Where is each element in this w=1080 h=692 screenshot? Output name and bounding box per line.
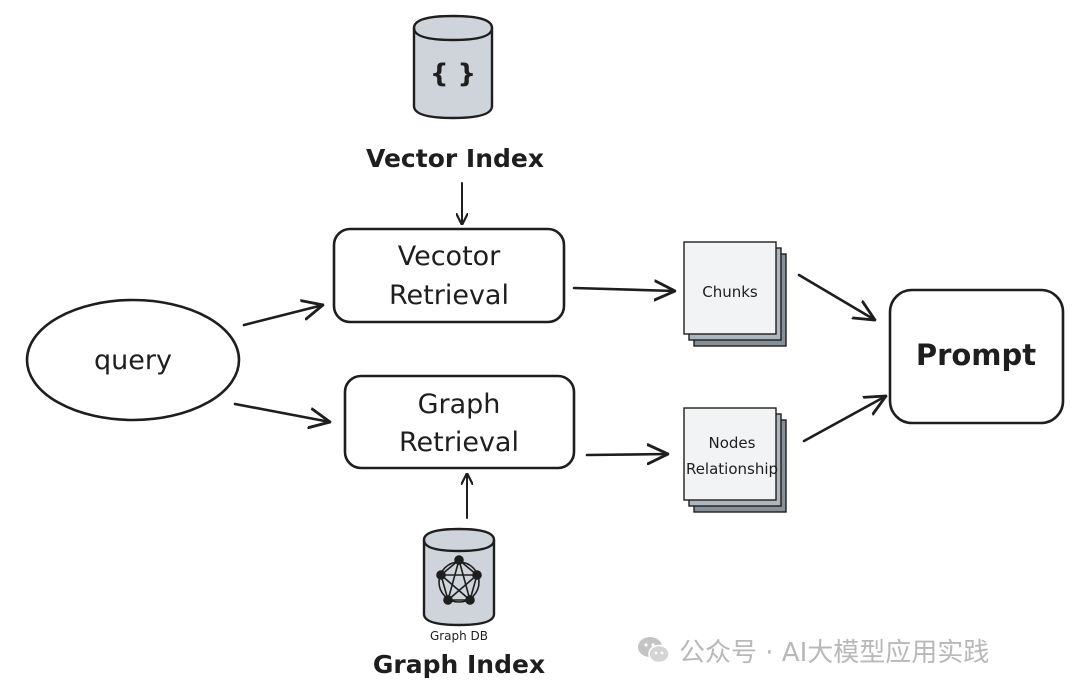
nodes-label: Nodes: [709, 434, 756, 452]
graph-retrieval-box: [343, 374, 576, 470]
watermark-text: 公众号 · AI大模型应用实践: [679, 637, 990, 668]
arrow-nodes-to-prompt: [802, 396, 886, 443]
arrow-chunks-to-prompt: [797, 273, 875, 320]
graph-db-label: Graph DB: [430, 629, 488, 643]
chunks-doc-stack: Chunks: [683, 241, 787, 347]
arrow-vector-to-chunks: [572, 288, 675, 291]
vector-index-label: Vector Index: [366, 144, 544, 173]
vector-retrieval-box: [332, 227, 566, 324]
wechat-icon: [638, 637, 670, 664]
prompt-box: [888, 288, 1065, 425]
graph-retrieval-line2: Retrieval: [399, 427, 519, 458]
graph-retrieval-line1: Graph: [418, 389, 501, 420]
chunks-label: Chunks: [702, 283, 758, 301]
network-graph-icon: [436, 555, 482, 605]
vector-retrieval-line1: Vecotor: [398, 241, 501, 272]
relationship-label: Relationship: [686, 460, 778, 478]
arrow-query-to-vector: [242, 305, 323, 327]
query-ellipse: [25, 298, 241, 422]
query-label: query: [94, 345, 172, 376]
graph-db-icon: [422, 527, 496, 627]
nodes-doc-stack: Nodes Relationship: [683, 407, 787, 513]
arrow-graph-to-nodes: [585, 454, 670, 455]
json-glyph: { }: [430, 59, 476, 89]
vector-retrieval-line2: Retrieval: [389, 280, 509, 311]
watermark: 公众号 · AI大模型应用实践: [637, 628, 989, 672]
vector-db-icon: { }: [412, 14, 494, 120]
prompt-label: Prompt: [916, 338, 1036, 372]
graph-index-label: Graph Index: [373, 650, 545, 679]
arrow-query-to-graph: [233, 402, 330, 422]
